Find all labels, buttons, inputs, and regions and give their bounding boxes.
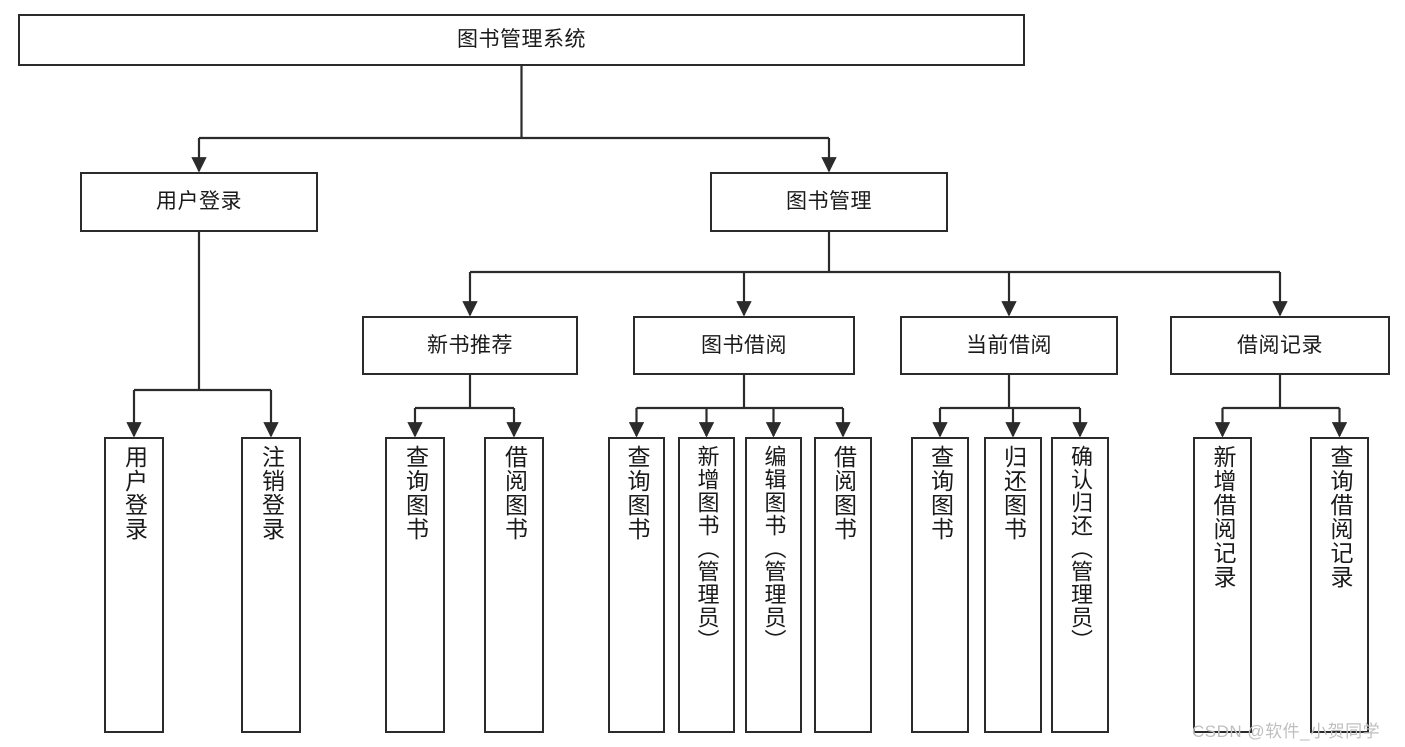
- node-label: 新书推荐: [427, 333, 513, 357]
- node-leaf-borrow-book-2[interactable]: 借阅图书: [814, 437, 872, 733]
- node-leaf-user-logout[interactable]: 注销登录: [241, 437, 301, 733]
- node-new-book-recommend[interactable]: 新书推荐: [362, 316, 578, 375]
- node-label: 确认归还（管理员）: [1068, 445, 1093, 652]
- node-label: 借阅记录: [1237, 333, 1323, 357]
- node-label: 查询图书: [927, 445, 954, 541]
- node-leaf-query-book-2[interactable]: 查询图书: [608, 437, 665, 733]
- node-label: 查询图书: [402, 445, 429, 541]
- node-label: 借阅图书: [501, 445, 528, 541]
- node-leaf-query-book-1[interactable]: 查询图书: [385, 437, 445, 733]
- node-label: 当前借阅: [966, 333, 1052, 357]
- node-leaf-borrow-book-1[interactable]: 借阅图书: [484, 437, 544, 733]
- node-label: 图书管理: [786, 190, 872, 214]
- node-leaf-query-record[interactable]: 查询借阅记录: [1310, 437, 1369, 733]
- node-leaf-confirm-return[interactable]: 确认归还（管理员）: [1051, 437, 1109, 733]
- node-label: 新增借阅记录: [1210, 445, 1236, 589]
- node-user-login[interactable]: 用户登录: [80, 172, 318, 232]
- node-leaf-edit-book[interactable]: 编辑图书（管理员）: [745, 437, 802, 733]
- node-label: 查询图书: [624, 445, 650, 541]
- node-leaf-user-login[interactable]: 用户登录: [104, 437, 164, 733]
- node-label: 编辑图书（管理员）: [761, 445, 787, 652]
- node-book-borrow[interactable]: 图书借阅: [633, 316, 855, 375]
- node-current-borrow[interactable]: 当前借阅: [900, 316, 1118, 375]
- edge-group: [126, 66, 1348, 438]
- node-label: 注销登录: [258, 445, 285, 541]
- node-label: 用户登录: [156, 190, 242, 214]
- node-label: 归还图书: [1000, 445, 1027, 541]
- node-leaf-add-record[interactable]: 新增借阅记录: [1193, 437, 1252, 733]
- node-book-manage[interactable]: 图书管理: [710, 172, 948, 232]
- node-label: 借阅图书: [830, 445, 857, 541]
- node-leaf-query-book-3[interactable]: 查询图书: [911, 437, 969, 733]
- node-label: 查询借阅记录: [1327, 445, 1353, 589]
- node-root[interactable]: 图书管理系统: [18, 14, 1025, 66]
- node-label: 新增图书（管理员）: [694, 445, 720, 652]
- node-label: 用户登录: [121, 445, 148, 541]
- node-leaf-add-book[interactable]: 新增图书（管理员）: [678, 437, 735, 733]
- node-leaf-return-book[interactable]: 归还图书: [984, 437, 1042, 733]
- node-label: 图书借阅: [701, 333, 787, 357]
- node-label: 图书管理系统: [457, 28, 586, 52]
- node-borrow-record[interactable]: 借阅记录: [1170, 316, 1390, 375]
